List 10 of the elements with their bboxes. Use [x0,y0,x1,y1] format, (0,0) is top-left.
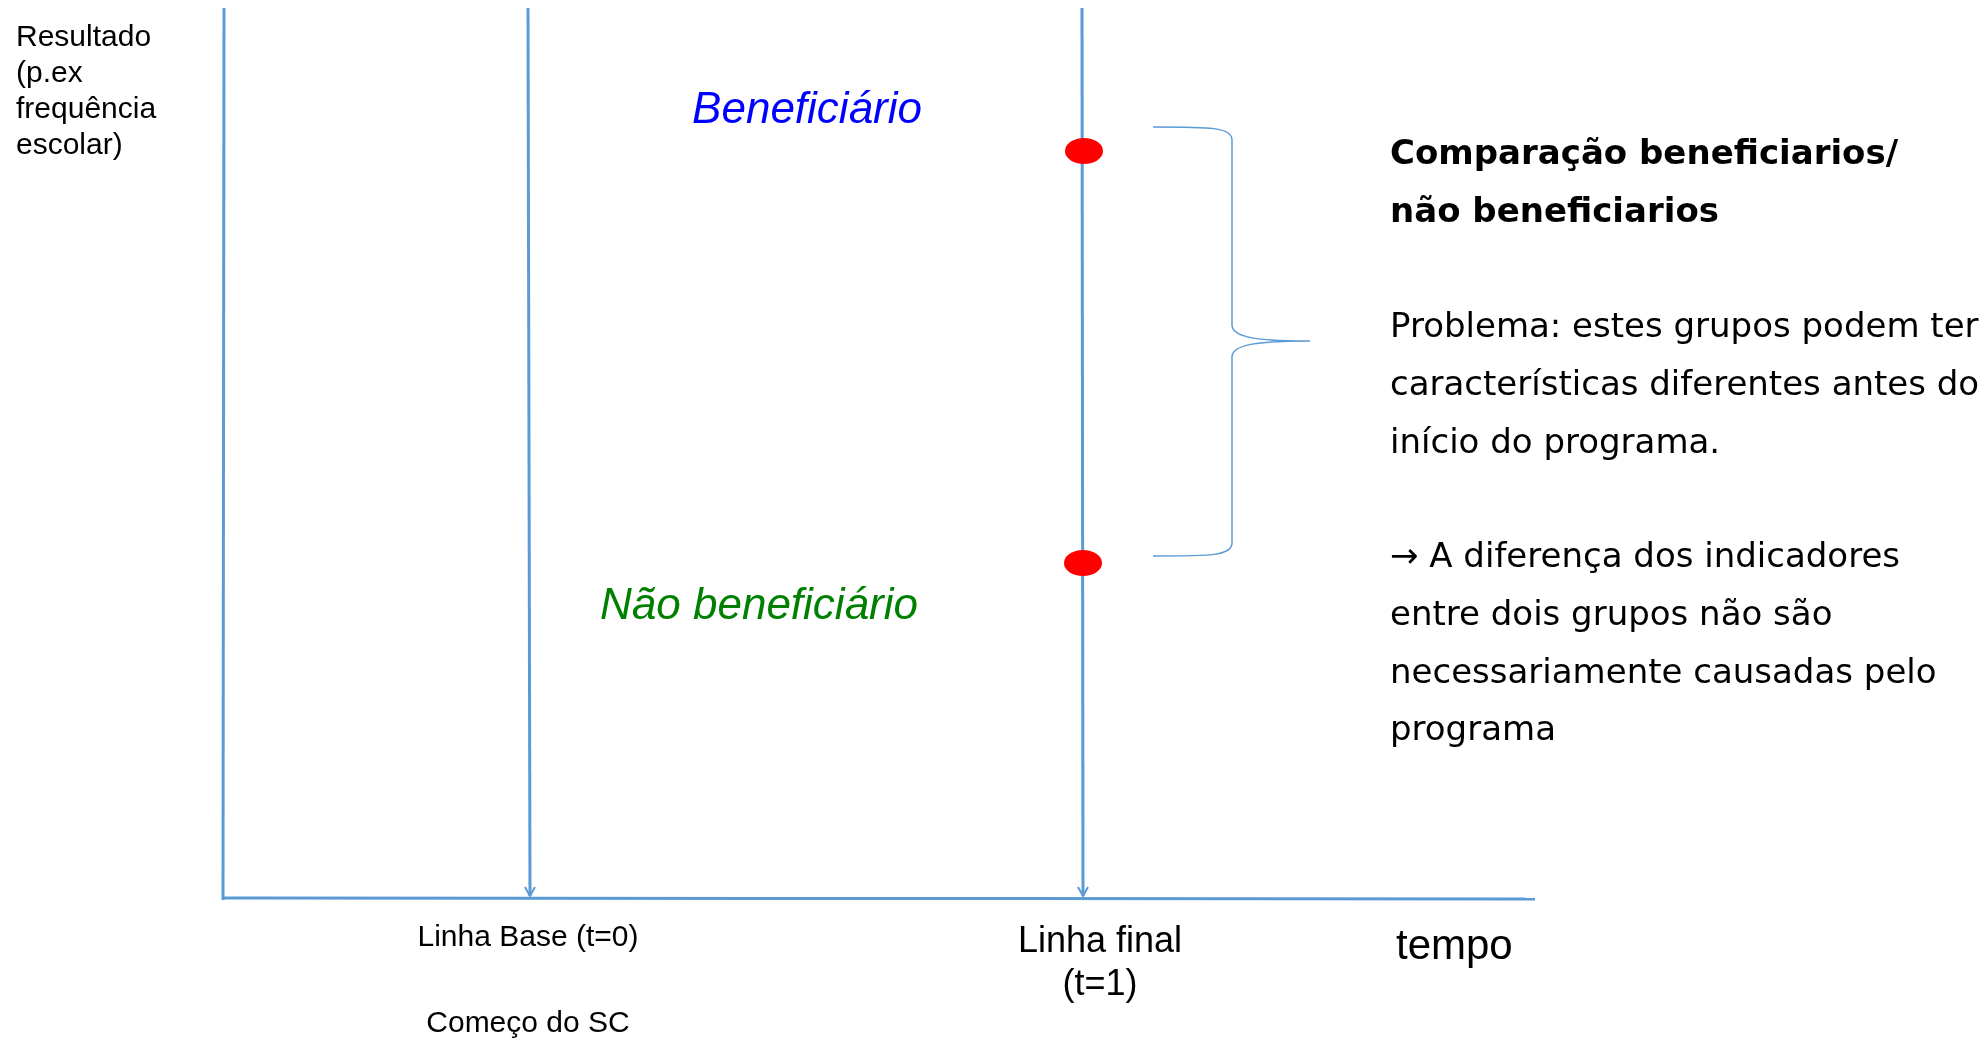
paragraph: → A diferença dos indicadores entre dois grupos não são necessariamente causadas pelo programa [1390,534,1938,751]
group-label: Não beneficiário [600,578,918,630]
axis-tick-label: Começo do SC [425,1004,631,1040]
heading: Comparação beneficiarios/ não beneficiarios [1390,131,1900,232]
paragraph: Problema: estes grupos podem ter características diferentes antes do início do programa. [1390,304,1980,463]
axis-label: tempo [1396,920,1513,970]
group-label: Beneficiário [692,82,922,134]
axis-tick-label: Linha Base (t=0) [416,918,640,954]
axis-label: Resultado (p.ex frequência escolar) [16,18,158,162]
axis-tick-label: Linha final (t=1) [1016,918,1184,1005]
